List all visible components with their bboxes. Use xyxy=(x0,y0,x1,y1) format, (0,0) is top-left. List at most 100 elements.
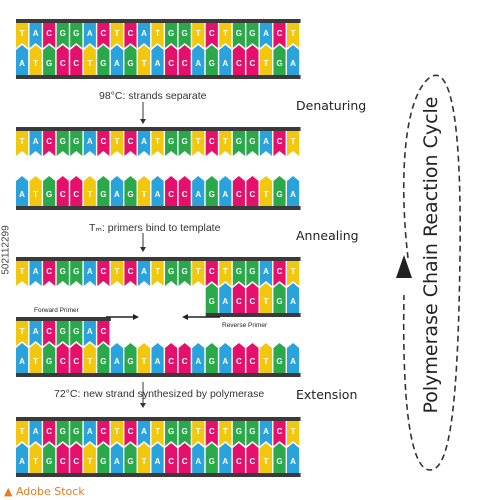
base-letter: G xyxy=(249,267,255,276)
base-letter: C xyxy=(60,357,66,366)
block2-bottom-backbone xyxy=(16,206,301,210)
base-letter: G xyxy=(249,29,255,38)
base-letter: C xyxy=(250,59,256,68)
base-C xyxy=(56,443,69,473)
block2-top-backbone xyxy=(16,127,301,131)
base-letter: T xyxy=(264,357,269,366)
base-C xyxy=(232,443,245,473)
base-G xyxy=(165,261,178,286)
base-A xyxy=(83,421,96,446)
base-letter: A xyxy=(114,457,120,466)
base-letter: G xyxy=(249,137,255,146)
base-letter: A xyxy=(19,190,25,199)
base-G xyxy=(246,23,259,48)
base-letter: T xyxy=(264,457,269,466)
base-T xyxy=(259,176,273,206)
base-letter: C xyxy=(236,190,242,199)
base-letter: G xyxy=(60,327,66,336)
base-letter: A xyxy=(222,297,228,306)
cycle-arrow-head-icon xyxy=(396,255,412,278)
base-letter: C xyxy=(46,427,52,436)
base-C xyxy=(232,176,245,206)
base-G xyxy=(124,443,137,473)
base-C xyxy=(205,23,218,48)
base-letter: A xyxy=(33,427,39,436)
base-letter: T xyxy=(155,29,160,38)
base-letter: A xyxy=(19,59,25,68)
base-A xyxy=(29,261,42,286)
base-letter: C xyxy=(277,267,283,276)
base-C xyxy=(97,261,110,286)
base-G xyxy=(232,421,245,446)
base-letter: A xyxy=(114,59,120,68)
base-letter: G xyxy=(236,29,242,38)
base-G xyxy=(205,443,218,473)
base-letter: A xyxy=(290,357,296,366)
base-G xyxy=(205,45,218,75)
base-letter: G xyxy=(236,137,242,146)
base-letter: C xyxy=(250,190,256,199)
base-letter: G xyxy=(100,190,106,199)
base-letter: A xyxy=(33,267,39,276)
base-T xyxy=(16,131,29,156)
base-letter: A xyxy=(195,59,201,68)
base-letter: C xyxy=(236,297,242,306)
base-letter: C xyxy=(277,427,283,436)
base-letter: C xyxy=(277,29,283,38)
base-C xyxy=(165,45,178,75)
base-T xyxy=(137,443,151,473)
base-letter: A xyxy=(290,297,296,306)
base-letter: T xyxy=(196,29,201,38)
base-C xyxy=(232,343,245,373)
base-G xyxy=(70,23,83,48)
base-T xyxy=(151,421,164,446)
base-letter: G xyxy=(276,297,282,306)
base-T xyxy=(219,23,232,48)
base-letter: A xyxy=(222,357,228,366)
extension-step-label: 72°C: new strand synthesized by polymera… xyxy=(54,388,265,400)
cycle-title-text: Polymerase Chain Reaction Cycle xyxy=(420,96,442,414)
base-A xyxy=(83,23,96,48)
base-G xyxy=(205,176,218,206)
base-letter: C xyxy=(128,427,134,436)
base-letter: T xyxy=(142,357,147,366)
base-letter: A xyxy=(263,427,269,436)
base-T xyxy=(110,421,123,446)
base-C xyxy=(43,23,56,48)
base-letter: T xyxy=(87,190,92,199)
base-letter: C xyxy=(168,457,174,466)
base-letter: G xyxy=(73,267,79,276)
adobe-logo-icon: ▲ xyxy=(4,485,13,498)
base-A xyxy=(16,176,29,206)
base-letter: A xyxy=(263,29,269,38)
base-letter: C xyxy=(250,297,256,306)
base-letter: A xyxy=(141,137,147,146)
base-letter: G xyxy=(209,190,215,199)
stage-extension: Extension xyxy=(296,387,358,402)
base-G xyxy=(273,45,286,75)
base-letter: C xyxy=(73,357,79,366)
base-letter: T xyxy=(142,457,147,466)
block3-top-backbone xyxy=(16,257,301,261)
base-letter: G xyxy=(249,427,255,436)
base-C xyxy=(124,23,137,48)
base-T xyxy=(192,421,205,446)
base-G xyxy=(178,23,191,48)
base-A xyxy=(16,443,29,473)
base-letter: A xyxy=(87,137,93,146)
base-letter: C xyxy=(100,29,106,38)
base-letter: G xyxy=(182,29,188,38)
base-letter: G xyxy=(127,59,133,68)
base-letter: G xyxy=(182,427,188,436)
base-C xyxy=(165,443,178,473)
base-G xyxy=(43,176,56,206)
base-letter: T xyxy=(155,427,160,436)
base-T xyxy=(219,261,232,286)
base-T xyxy=(16,421,29,446)
base-G xyxy=(70,321,83,346)
